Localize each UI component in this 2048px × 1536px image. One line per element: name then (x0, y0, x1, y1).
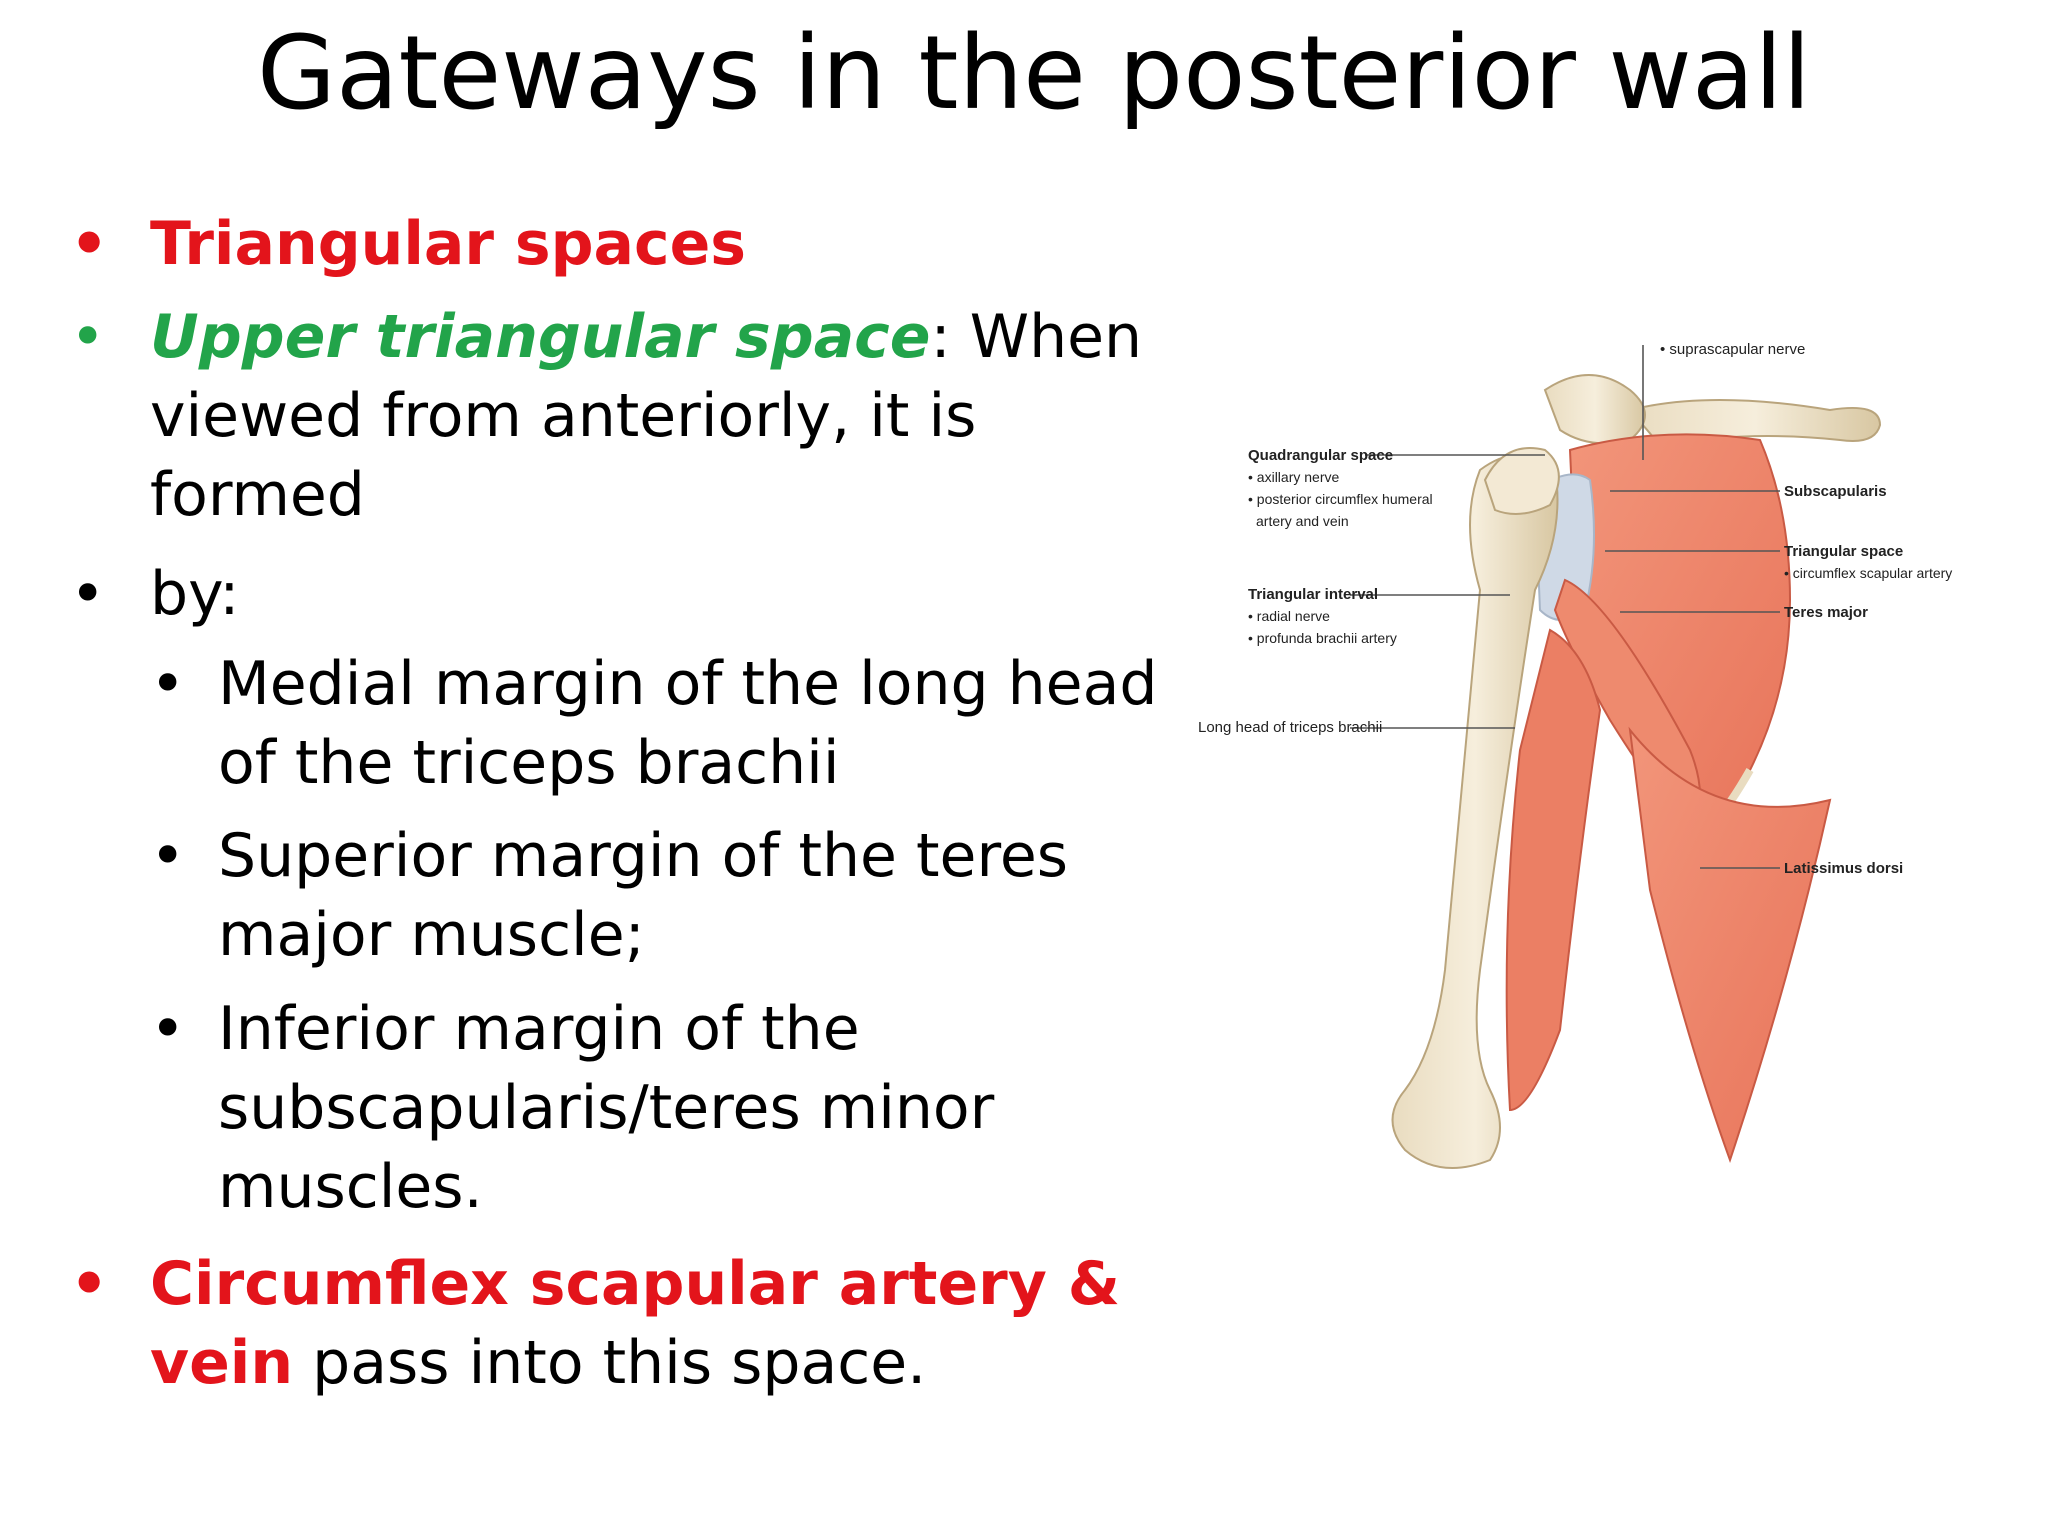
humeral-head (1483, 447, 1560, 515)
label-radial-nerve: • radial nerve (1248, 608, 1330, 624)
bullet-line: of the triceps brachii (218, 728, 840, 798)
bullet-text: Medial margin of the long head of the tri… (218, 645, 1218, 803)
label-quadrangular-space: Quadrangular space (1248, 447, 1393, 464)
acromion-shape (1543, 374, 1646, 445)
bullet-line: major muscle; (218, 900, 645, 970)
triceps-long-head-muscle (1505, 628, 1602, 1112)
label-triangular-interval: Triangular interval (1248, 586, 1378, 603)
bullet-line: formed (150, 460, 365, 530)
label-circumflex-scapular: • circumflex scapular artery (1784, 565, 1952, 581)
bullet-text: Circumflex scapular artery & vein pass in… (150, 1245, 1230, 1403)
bullet-lead: Upper triangular space (150, 302, 931, 372)
bullet-rest: : When (930, 302, 1143, 372)
label-long-head-triceps: Long head of triceps brachii (1198, 719, 1382, 736)
shoulder-anatomy-illustration: • suprascapular nerve Quadrangular space… (1198, 341, 1952, 1169)
label-artery-vein: artery and vein (1256, 513, 1349, 529)
bullet-line: muscles. (218, 1152, 483, 1222)
latissimus-dorsi-muscle (1628, 726, 1832, 1164)
label-suprascapular-nerve: • suprascapular nerve (1660, 341, 1805, 358)
bullet-marker: • (70, 302, 106, 372)
label-triangular-space: Triangular space (1784, 543, 1903, 560)
bullet-marker: • (70, 209, 109, 279)
label-teres-major: Teres major (1784, 604, 1868, 621)
bullet-text: Upper triangular space: When viewed from … (150, 298, 1230, 535)
bullet-rest: pass into this space. (293, 1328, 927, 1398)
bullet-text: by: (150, 559, 240, 629)
bullet-marker: • (70, 1249, 109, 1319)
bullet-line: Medial margin of the long head (218, 649, 1158, 719)
label-posterior-circumflex: • posterior circumflex humeral (1248, 491, 1433, 507)
label-axillary-nerve: • axillary nerve (1248, 469, 1339, 485)
bullet-marker: • (70, 559, 106, 629)
leader-lines (1350, 345, 1780, 869)
bullet-red: Circumflex scapular artery & (150, 1249, 1121, 1319)
bullet-red: vein (150, 1328, 294, 1398)
bullet-line: Inferior margin of the (218, 994, 860, 1064)
label-profunda-brachii: • profunda brachii artery (1248, 630, 1397, 646)
label-subscapularis: Subscapularis (1784, 483, 1887, 500)
humerus-bone (1391, 454, 1559, 1169)
bullet-marker: • (150, 994, 186, 1064)
bullet-line: viewed from anteriorly, it is (150, 381, 977, 451)
bullet-text: Inferior margin of the subscapularis/tere… (218, 990, 1218, 1227)
bullet-line: subscapularis/teres minor (218, 1073, 995, 1143)
bullet-text: Superior margin of the teres major muscle… (218, 817, 1218, 975)
bullet-line: Superior margin of the teres (218, 821, 1068, 891)
slide-title: Gateways in the posterior wall (256, 14, 1812, 133)
bullet-marker: • (150, 649, 186, 719)
bullet-marker: • (150, 821, 186, 891)
bullet-text: Triangular spaces (150, 209, 747, 279)
label-latissimus-dorsi: Latissimus dorsi (1784, 860, 1903, 877)
